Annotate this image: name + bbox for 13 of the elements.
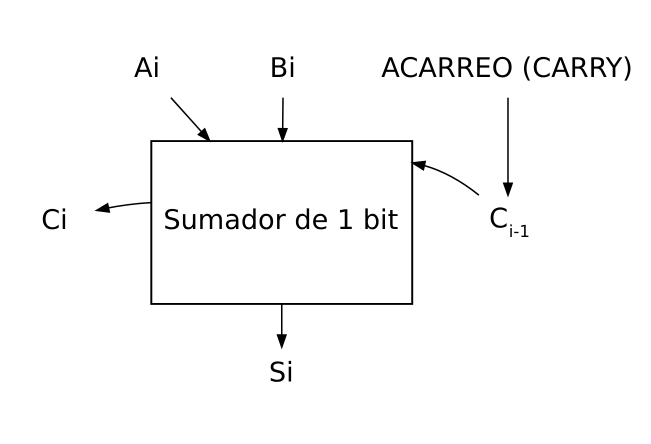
arrow: [276, 304, 288, 349]
node-text: Bi: [270, 52, 296, 84]
arrow: [502, 97, 514, 198]
arrow: [277, 97, 288, 143]
arrow: [410, 160, 480, 196]
node-text: Si: [268, 356, 294, 388]
arrow: [170, 96, 212, 142]
node-box: Sumador de 1 bit: [150, 140, 414, 304]
node-text: Ci: [41, 204, 68, 236]
node-text: C$_{i-1}$: [489, 203, 530, 241]
node-text: Ai: [134, 52, 160, 84]
arrow: [94, 201, 151, 212]
node-text: ACARREO (CARRY): [381, 52, 633, 84]
